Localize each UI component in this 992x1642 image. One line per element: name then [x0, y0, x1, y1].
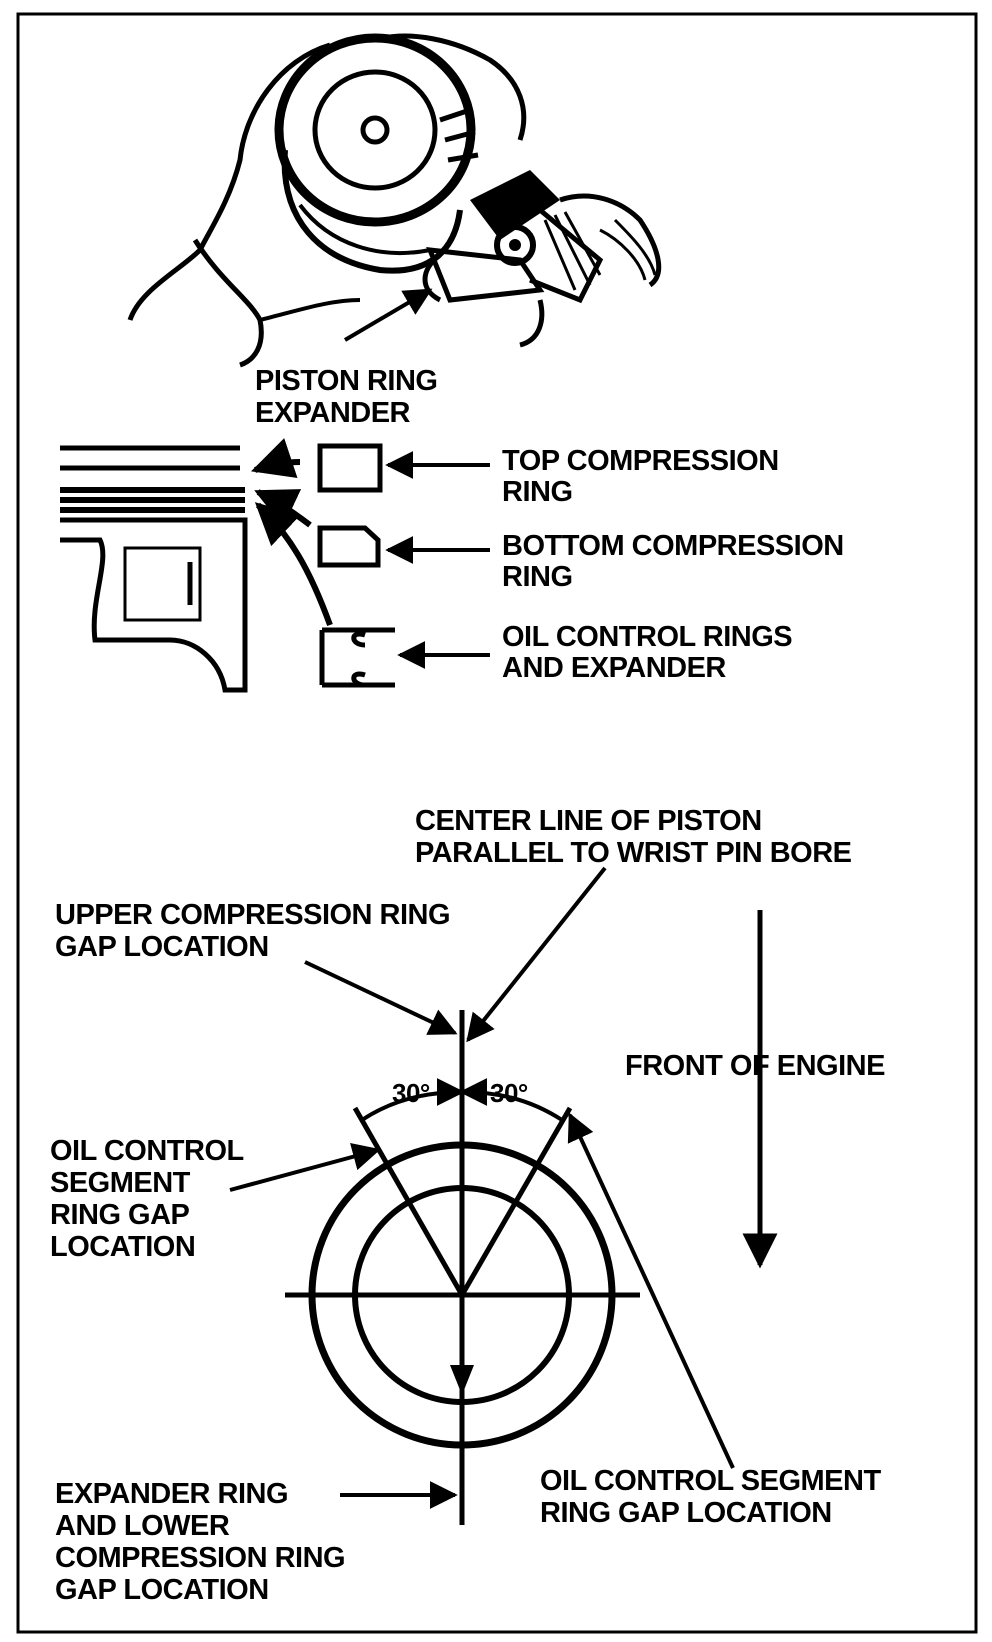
oil-ring-curve-arrow	[254, 502, 333, 627]
oil-segment-left-leader	[229, 1143, 381, 1192]
center-down-arrowhead	[450, 1365, 474, 1395]
bottom-compression-ring-profile	[317, 525, 381, 568]
upper-gap-leader	[304, 960, 458, 1035]
oil-control-rings-label: OIL CONTROL RINGS AND EXPANDER	[502, 621, 800, 684]
ring-expander-illustration	[127, 33, 662, 368]
piston-ring-expander-label: PISTON RING EXPANDER	[255, 365, 445, 429]
left-30deg-line	[352, 1106, 465, 1297]
angle-right-label: 30°	[490, 1078, 528, 1108]
oil-segment-right-leader	[567, 1112, 735, 1469]
oil-segment-gap-left-label: OIL CONTROL SEGMENT RING GAP LOCATION	[50, 1135, 251, 1263]
upper-compression-gap-label: UPPER COMPRESSION RING GAP LOCATION	[55, 899, 458, 963]
expander-lower-gap-label: EXPANDER RING AND LOWER COMPRESSION RING…	[55, 1478, 353, 1606]
angle-left-label: 30°	[392, 1078, 430, 1108]
piston-cross-section	[60, 445, 248, 693]
bottom-compression-ring-label: BOTTOM COMPRESSION RING	[502, 530, 851, 593]
top-compression-ring-profile	[317, 443, 383, 493]
right-30deg-line	[459, 1106, 573, 1297]
center-line-label: CENTER LINE OF PISTON PARALLEL TO WRIST …	[415, 805, 852, 869]
front-of-engine-label: FRONT OF ENGINE	[625, 1050, 885, 1082]
oil-segment-gap-right-label: OIL CONTROL SEGMENT RING GAP LOCATION	[540, 1465, 888, 1529]
outer-frame	[16, 12, 978, 1634]
oil-control-ring-profile	[319, 627, 395, 688]
expander-leader-line	[343, 288, 433, 342]
top-ring-curve-arrow	[251, 438, 301, 478]
top-compression-ring-label: TOP COMPRESSION RING	[502, 445, 786, 508]
center-line-leader	[466, 866, 607, 1043]
